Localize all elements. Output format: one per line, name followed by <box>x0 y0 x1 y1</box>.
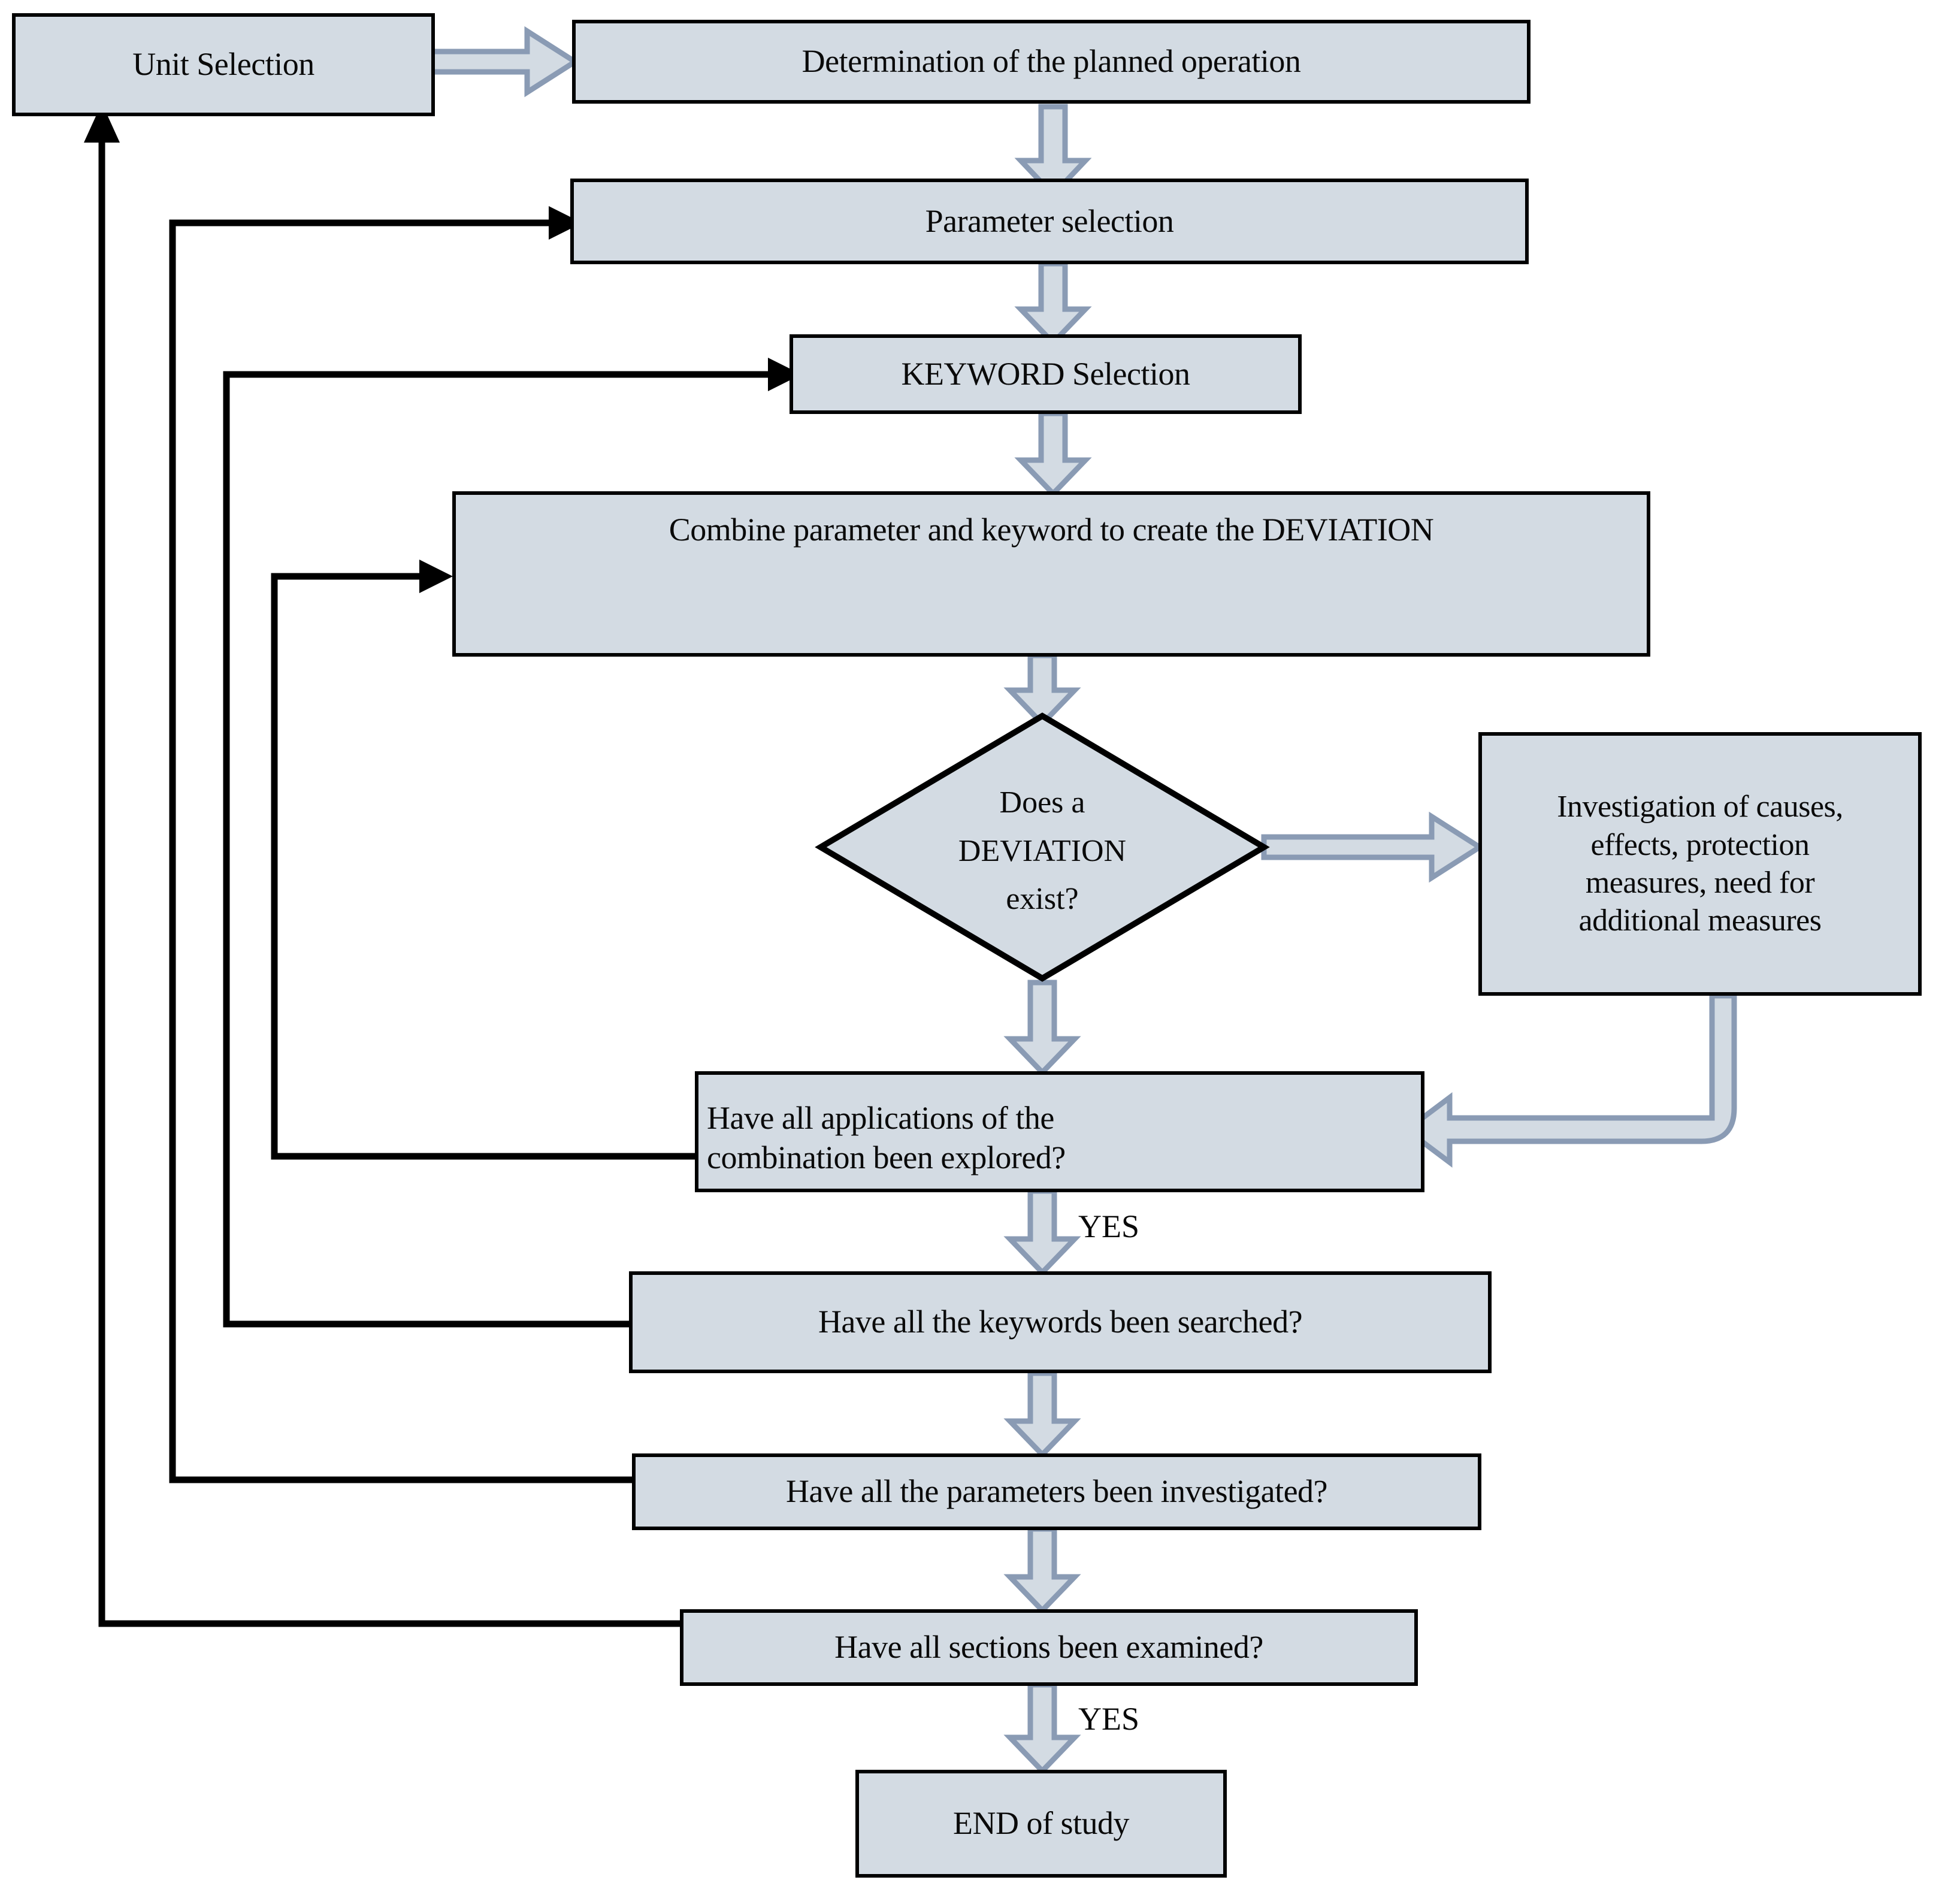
arrow-keywords-to-parameters <box>1003 1370 1081 1459</box>
node-end-of-study[interactable]: END of study <box>855 1770 1227 1878</box>
edge-label-yes-applications: YES <box>1078 1208 1139 1245</box>
node-combine-deviation-label: Combine parameter and keyword to create … <box>669 512 1434 548</box>
feedback-arrowhead-combine <box>419 560 453 593</box>
node-determination-label: Determination of the planned operation <box>801 43 1301 80</box>
edge-label-yes-sections: YES <box>1078 1700 1139 1737</box>
node-parameter-selection[interactable]: Parameter selection <box>570 179 1529 264</box>
arrow-sections-to-end <box>1003 1682 1081 1775</box>
feedback-applications-to-combine <box>271 573 695 1160</box>
investigation-line-2: effects, protection <box>1590 827 1810 862</box>
node-applications-explored[interactable]: Have all applications of the combination… <box>695 1071 1424 1192</box>
feedback-arrowhead-parameter-selection <box>549 206 582 240</box>
arrow-decision-to-applications <box>1003 980 1081 1077</box>
arrow-investigation-to-applications <box>1402 993 1737 1168</box>
feedback-sections-to-unit-selection <box>98 129 680 1627</box>
node-investigation[interactable]: Investigation of causes, effects, protec… <box>1478 732 1922 996</box>
arrow-determination-to-parameter <box>1014 104 1092 199</box>
node-keyword-selection-label: KEYWORD Selection <box>901 355 1190 392</box>
node-parameters-investigated-label: Have all the parameters been investigate… <box>785 1473 1328 1510</box>
investigation-line-1: Investigation of causes, <box>1557 790 1843 824</box>
applications-line-1: Have all applications of the <box>707 1100 1054 1137</box>
node-parameters-investigated[interactable]: Have all the parameters been investigate… <box>632 1453 1481 1530</box>
yes-applications-text: YES <box>1078 1208 1140 1244</box>
feedback-arrowhead-keyword-selection <box>768 358 801 391</box>
investigation-line-3: measures, need for <box>1585 866 1815 900</box>
arrow-parameter-to-keyword <box>1014 261 1092 347</box>
arrow-decision-to-investigation <box>1261 811 1485 883</box>
node-combine-deviation[interactable]: Combine parameter and keyword to create … <box>452 491 1650 657</box>
node-sections-examined-label: Have all sections been examined? <box>834 1629 1263 1666</box>
arrow-parameters-to-sections <box>1003 1526 1081 1615</box>
node-determination[interactable]: Determination of the planned operation <box>572 20 1531 104</box>
arrow-keyword-to-combine <box>1014 410 1092 498</box>
node-deviation-decision-shape[interactable] <box>815 712 1270 982</box>
feedback-parameters-to-parameter-selection <box>169 219 632 1483</box>
arrow-applications-to-keywords <box>1003 1188 1081 1277</box>
node-end-of-study-label: END of study <box>953 1805 1129 1842</box>
node-unit-selection[interactable]: Unit Selection <box>12 13 435 116</box>
investigation-line-4: additional measures <box>1578 903 1822 938</box>
node-unit-selection-label: Unit Selection <box>132 46 314 83</box>
arrow-unit-to-determination <box>428 26 580 98</box>
feedback-arrowhead-unit-selection <box>84 103 120 143</box>
node-keyword-selection[interactable]: KEYWORD Selection <box>790 334 1302 414</box>
feedback-keywords-to-keyword-selection <box>223 371 790 1328</box>
node-keywords-searched[interactable]: Have all the keywords been searched? <box>629 1271 1492 1373</box>
arrow-combine-to-decision <box>1003 652 1081 728</box>
yes-sections-text: YES <box>1078 1701 1140 1737</box>
node-parameter-selection-label: Parameter selection <box>925 203 1174 239</box>
node-sections-examined[interactable]: Have all sections been examined? <box>680 1609 1418 1686</box>
node-keywords-searched-label: Have all the keywords been searched? <box>818 1304 1303 1340</box>
applications-line-2: combination been explored? <box>707 1140 1066 1175</box>
